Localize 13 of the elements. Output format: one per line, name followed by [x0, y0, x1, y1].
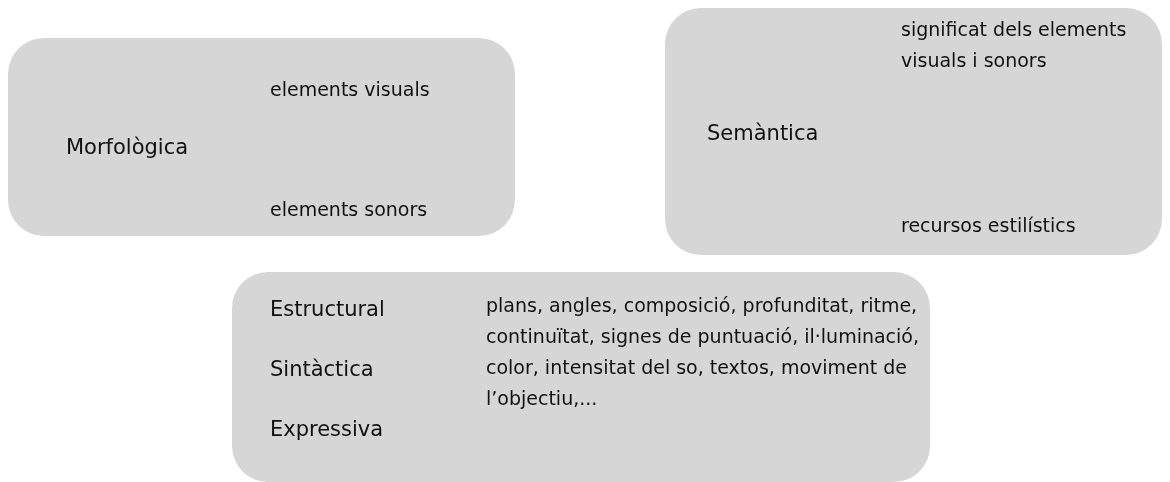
rounded-box [665, 8, 1162, 255]
body-text: plans, angles, composició, profunditat, ritme, continuïtat, signes de puntuació, il·luminació, color, intensitat del so, textos, moviment de l’objectiu,... [486, 293, 920, 411]
heading-text: Estructural [270, 296, 386, 323]
heading-text: Semàntica [707, 120, 820, 147]
rounded-box [8, 38, 515, 236]
heading-text: Expressiva [270, 416, 385, 443]
body-text: recursos estilístics [901, 213, 1077, 238]
body-text: elements visuals [270, 77, 431, 102]
heading-text: Sintàctica [270, 356, 375, 383]
body-text: significat dels elements visuals i sonors [901, 17, 1128, 73]
rounded-box [232, 272, 930, 482]
heading-text: Morfològica [66, 134, 190, 161]
body-text: elements sonors [270, 197, 429, 222]
